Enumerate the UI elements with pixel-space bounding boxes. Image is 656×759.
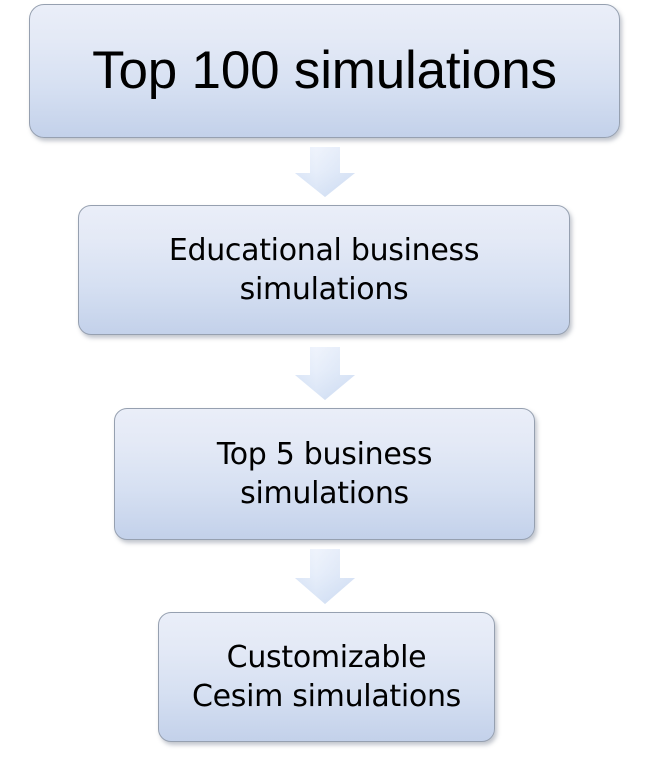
- flow-node-label: Top 100 simulations: [92, 41, 557, 101]
- flow-node-label: Top 5 business simulations: [216, 437, 433, 511]
- flow-node-customizable-cesim-simulations[interactable]: Customizable Cesim simulations: [158, 612, 495, 742]
- flow-node-top-100-simulations[interactable]: Top 100 simulations: [29, 4, 620, 138]
- flow-node-educational-business-simulations[interactable]: Educational business simulations: [78, 205, 570, 335]
- flow-node-label: Customizable Cesim simulations: [191, 640, 462, 714]
- down-arrow-icon: [294, 147, 356, 198]
- flow-node-top-5-business-simulations[interactable]: Top 5 business simulations: [114, 408, 535, 540]
- flow-node-label: Educational business simulations: [168, 233, 480, 307]
- down-arrow-icon: [294, 347, 356, 401]
- down-arrow-icon: [294, 549, 356, 605]
